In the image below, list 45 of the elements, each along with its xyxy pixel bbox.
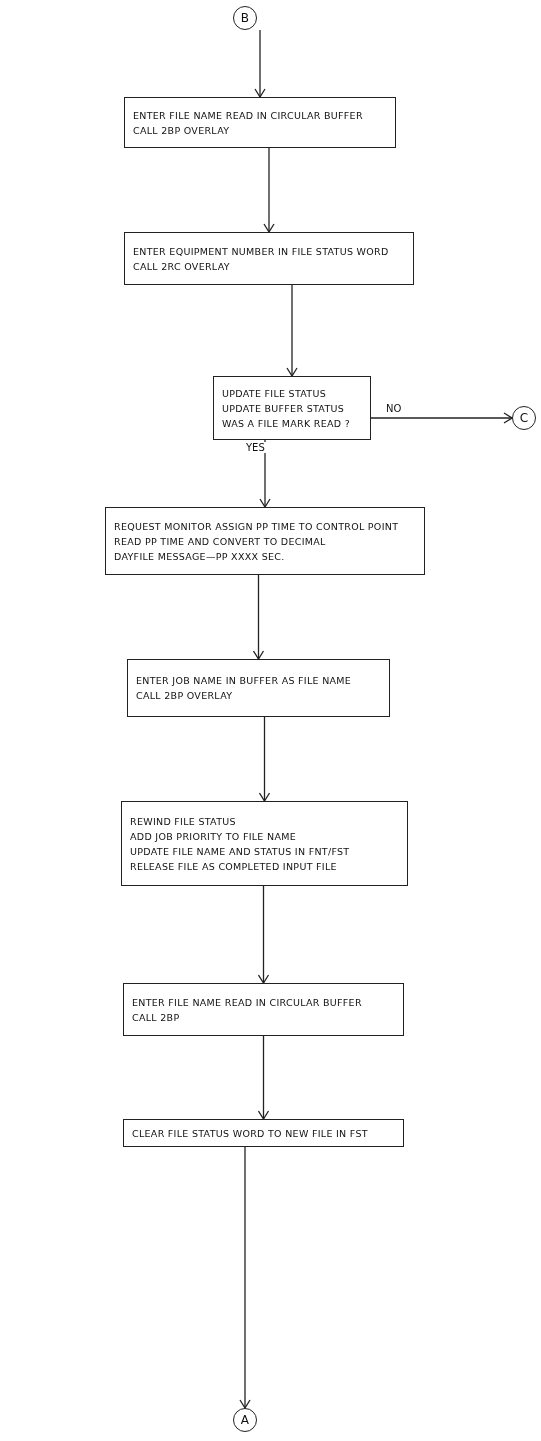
process-box: [105, 507, 425, 575]
arrow: [239, 1146, 251, 1409]
connector-circle: [233, 1408, 257, 1432]
arrow: [252, 574, 265, 660]
step-text: ENTER JOB NAME IN BUFFER AS FILE NAME: [136, 674, 353, 688]
step-text: WAS A FILE MARK READ ?: [222, 416, 352, 431]
step-text: REQUEST MONITOR ASSIGN PP TIME TO CONTROL POINT: [114, 519, 400, 534]
step-text: ENTER EQUIPMENT NUMBER IN FILE STATUS WORD: [133, 244, 390, 259]
process-box: [124, 97, 396, 148]
arrow: [263, 147, 275, 233]
connector-circle: [233, 6, 257, 30]
step-text: READ PP TIME AND CONVERT TO DECIMAL: [114, 534, 327, 549]
arrow: [254, 29, 266, 98]
process-box: [123, 1119, 404, 1147]
process-box: [127, 659, 390, 717]
edge-label: NO: [385, 403, 403, 414]
arrow: [258, 716, 271, 802]
edge-label: YES: [245, 442, 266, 453]
step-text: CALL 2BP OVERLAY: [133, 123, 231, 138]
process-box: [124, 232, 414, 285]
connector-circle: [512, 406, 536, 430]
step-text: UPDATE FILE STATUS: [222, 386, 328, 401]
step-text: UPDATE FILE NAME AND STATUS IN FNT/FST: [130, 844, 351, 859]
step-text: ENTER FILE NAME READ IN CIRCULAR BUFFER: [133, 108, 364, 123]
step-text: CALL 2BP: [132, 1010, 181, 1025]
process-box: [123, 983, 404, 1036]
process-box: [121, 801, 408, 886]
arrow: [286, 284, 298, 377]
step-text: RELEASE FILE AS COMPLETED INPUT FILE: [130, 859, 338, 874]
step-text: ADD JOB PRIORITY TO FILE NAME: [130, 829, 297, 844]
step-text: ENTER FILE NAME READ IN CIRCULAR BUFFER: [132, 995, 363, 1010]
arrow: [259, 439, 271, 508]
connector-letter: A: [240, 1412, 250, 1428]
step-text: CALL 2BP OVERLAY: [136, 689, 234, 703]
connector-letter: B: [240, 10, 250, 26]
step-text: UPDATE BUFFER STATUS: [222, 401, 346, 416]
connector-letter: C: [519, 410, 529, 426]
step-text: REWIND FILE STATUS: [130, 814, 237, 829]
step-text: CLEAR FILE STATUS WORD TO NEW FILE IN FST: [132, 1126, 369, 1141]
decision-box: [213, 376, 371, 440]
arrow: [370, 412, 513, 424]
step-text: CALL 2RC OVERLAY: [133, 259, 231, 274]
step-text: DAYFILE MESSAGE—PP XXXX SEC.: [114, 549, 286, 564]
arrow: [257, 885, 270, 984]
arrow: [257, 1035, 270, 1120]
